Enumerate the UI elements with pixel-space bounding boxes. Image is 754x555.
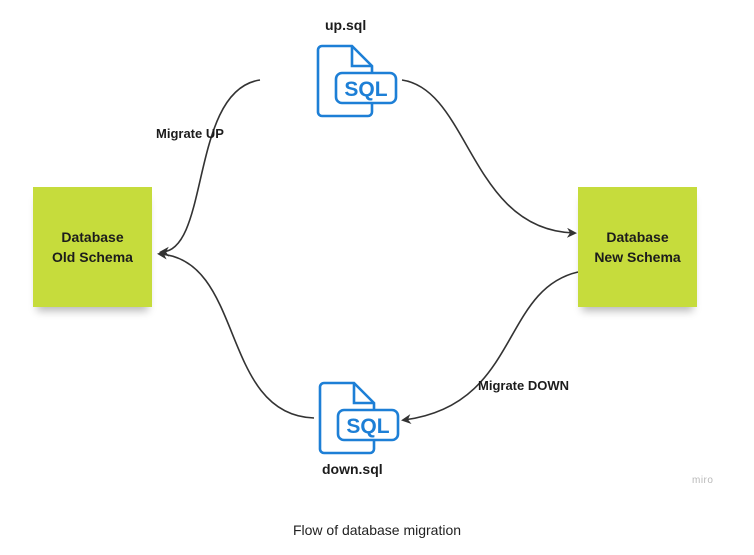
sql-badge-text: SQL [346, 415, 389, 438]
database-new-schema-node[interactable]: Database New Schema [578, 187, 697, 307]
up-sql-label: up.sql [325, 17, 367, 33]
old-schema-line2: Old Schema [52, 249, 133, 265]
sql-badge [334, 71, 398, 105]
file-fold [352, 383, 374, 405]
database-old-schema-node[interactable]: Database Old Schema [33, 187, 152, 307]
down-sql-label: down.sql [322, 461, 383, 477]
figure-caption: Flow of database migration [292, 522, 462, 538]
migrate-up-label: Migrate UP [156, 126, 224, 141]
arrow-new-to-down [401, 271, 579, 425]
sql-file-icon[interactable]: SQL [316, 44, 400, 118]
migrate-down-label: Migrate DOWN [478, 378, 569, 393]
new-schema-line2: New Schema [594, 249, 681, 265]
miro-watermark: miro [692, 475, 714, 486]
sql-badge-text: SQL [344, 78, 387, 101]
file-fold [350, 46, 372, 68]
arrow-old-to-up [159, 79, 261, 257]
new-schema-line1: Database [606, 229, 669, 245]
old-schema-line1: Database [61, 229, 124, 245]
sql-file-icon[interactable]: SQL [318, 381, 402, 455]
arrow-down-to-old [157, 249, 315, 419]
old-schema-label: Database Old Schema [52, 227, 133, 267]
arrow-up-to-new [401, 79, 577, 238]
new-schema-label: Database New Schema [594, 227, 680, 267]
sql-badge [336, 408, 400, 442]
